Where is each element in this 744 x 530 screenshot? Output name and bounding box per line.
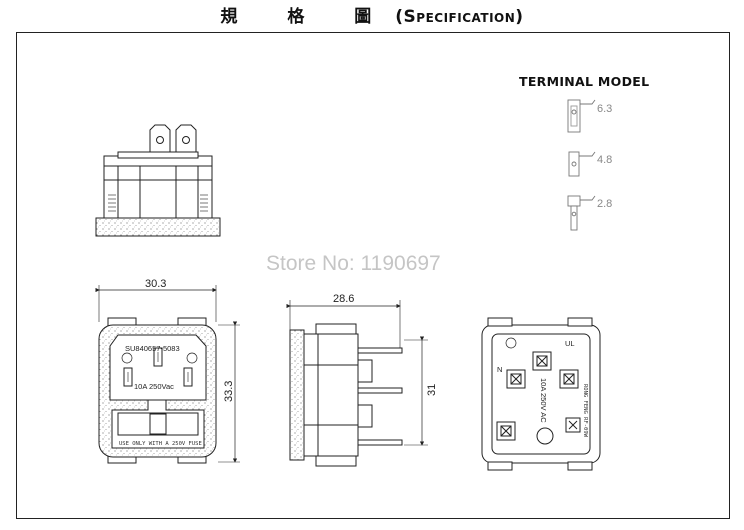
terminal-label-4-8: 4.8: [597, 154, 612, 166]
terminal-2-8: [567, 195, 596, 231]
dim-front-height: 33.3: [223, 381, 235, 402]
drawing-frame: [16, 32, 730, 519]
page-title: 規 格 圖(Specification): [0, 2, 744, 27]
front-rating: 10A 250Vac: [134, 382, 174, 391]
terminal-model-heading: TERMINAL MODEL: [519, 74, 650, 89]
rear-ul-mark: UL: [565, 339, 575, 348]
rear-view: [481, 317, 601, 471]
terminal-4-8: [568, 151, 596, 177]
rear-rating: 10A 250V AC: [539, 378, 548, 423]
dim-side-height: 31: [426, 384, 438, 396]
front-fuse-note: USE ONLY WITH A 250V FUSE: [119, 441, 202, 447]
top-view: [95, 124, 221, 237]
store-watermark: Store No: 1190697: [266, 252, 441, 275]
front-view: [95, 285, 240, 464]
terminal-models: [567, 99, 596, 231]
dim-side-width: 28.6: [333, 293, 354, 305]
terminal-label-6-3: 6.3: [597, 103, 612, 115]
title-cjk: 規 格 圖: [220, 7, 394, 27]
rear-vertical-text: RONG FENG RF-09W: [582, 384, 588, 438]
side-view: [286, 300, 428, 467]
front-part-no: SU840657-5083: [125, 344, 180, 353]
terminal-label-2-8: 2.8: [597, 198, 612, 210]
title-latin: (Specification): [395, 7, 524, 27]
rear-n-mark: N: [497, 365, 502, 374]
terminal-6-3: [567, 99, 596, 133]
dim-front-width: 30.3: [145, 278, 166, 290]
